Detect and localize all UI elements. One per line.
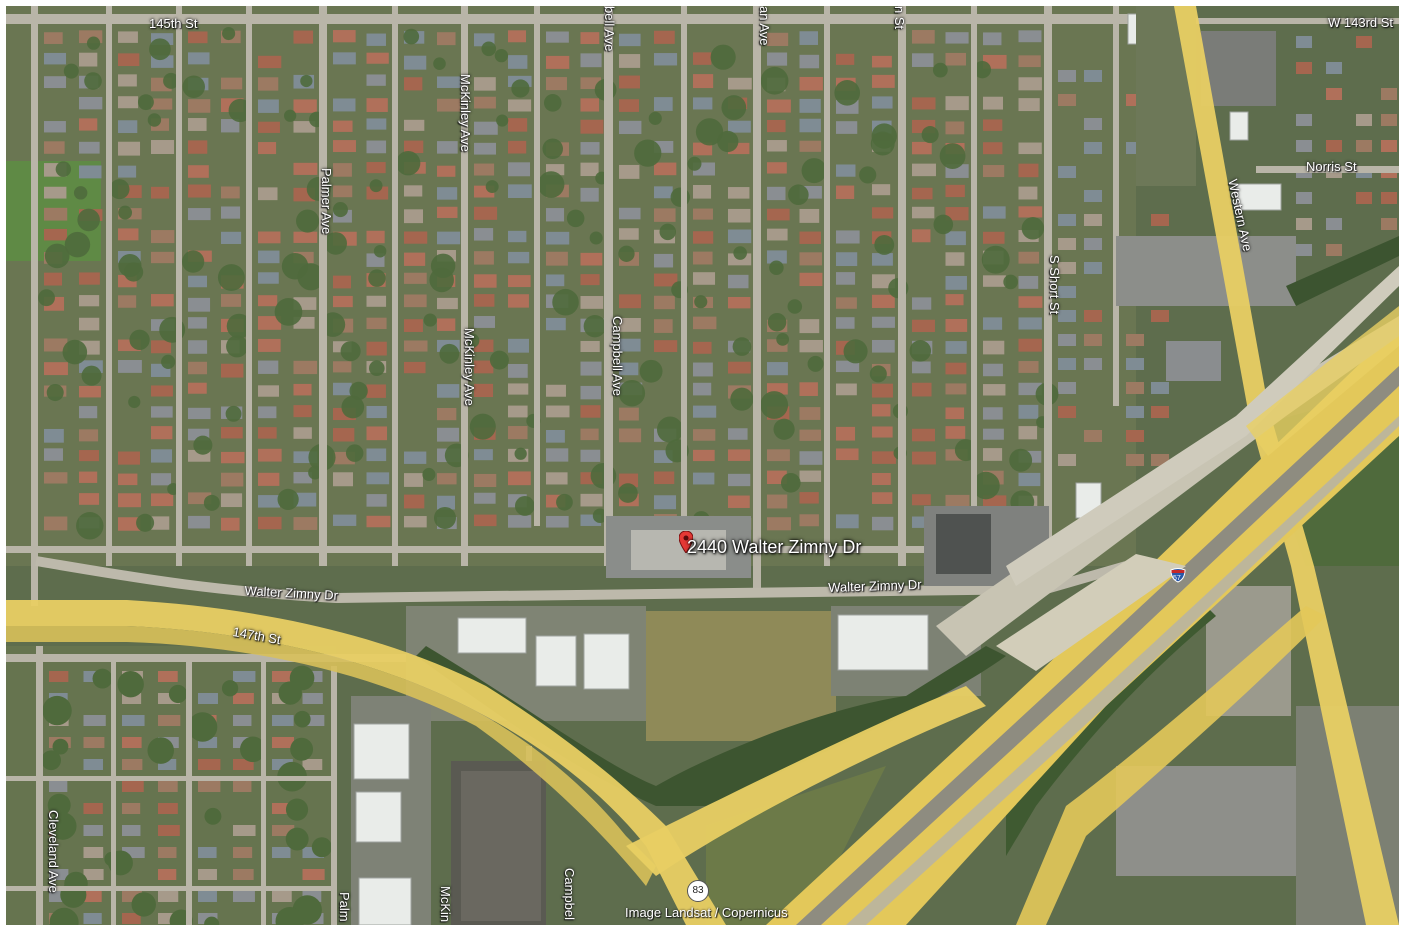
satellite-imagery (6, 6, 1399, 925)
street-label-145th-st: 145th St (149, 16, 198, 31)
street-label-norris-st: Norris St (1306, 159, 1357, 174)
street-label-palmer-ave-south: Palm (337, 892, 352, 922)
street-label-top-ave-fragment: an Ave (757, 6, 772, 46)
street-label-mckinley-ave-mid: McKinley Ave (462, 328, 477, 406)
street-label-campbell-ave-top: bell Ave (602, 6, 617, 52)
location-marker[interactable] (678, 530, 694, 554)
street-label-campbell-ave-south: Campbel (562, 868, 577, 921)
interstate-57-shield-icon (1170, 568, 1186, 583)
street-label-mckinley-ave-south: McKin (438, 886, 453, 923)
street-label-top-st-fragment: n St (892, 6, 907, 30)
street-label-w-143rd-st: W 143rd St (1328, 15, 1394, 30)
street-label-palmer-ave: Palmer Ave (319, 168, 334, 235)
street-label-s-short-st: S Short St (1047, 255, 1062, 315)
street-label-campbell-ave-mid: Campbell Ave (610, 316, 625, 396)
marker-address-label[interactable]: 2440 Walter Zimny Dr (687, 537, 862, 557)
street-label-mckinley-ave-north: McKinley Ave (458, 74, 473, 152)
interstate-57-label: 57 (1173, 575, 1181, 582)
route-83-shield-icon: 83 (687, 880, 709, 902)
imagery-credit: Image Landsat / Copernicus (625, 905, 788, 920)
street-label-cleveland-ave: Cleveland Ave (46, 810, 61, 893)
satellite-map-view[interactable]: 145th St W 143rd St Norris St Palmer Ave… (6, 6, 1399, 925)
